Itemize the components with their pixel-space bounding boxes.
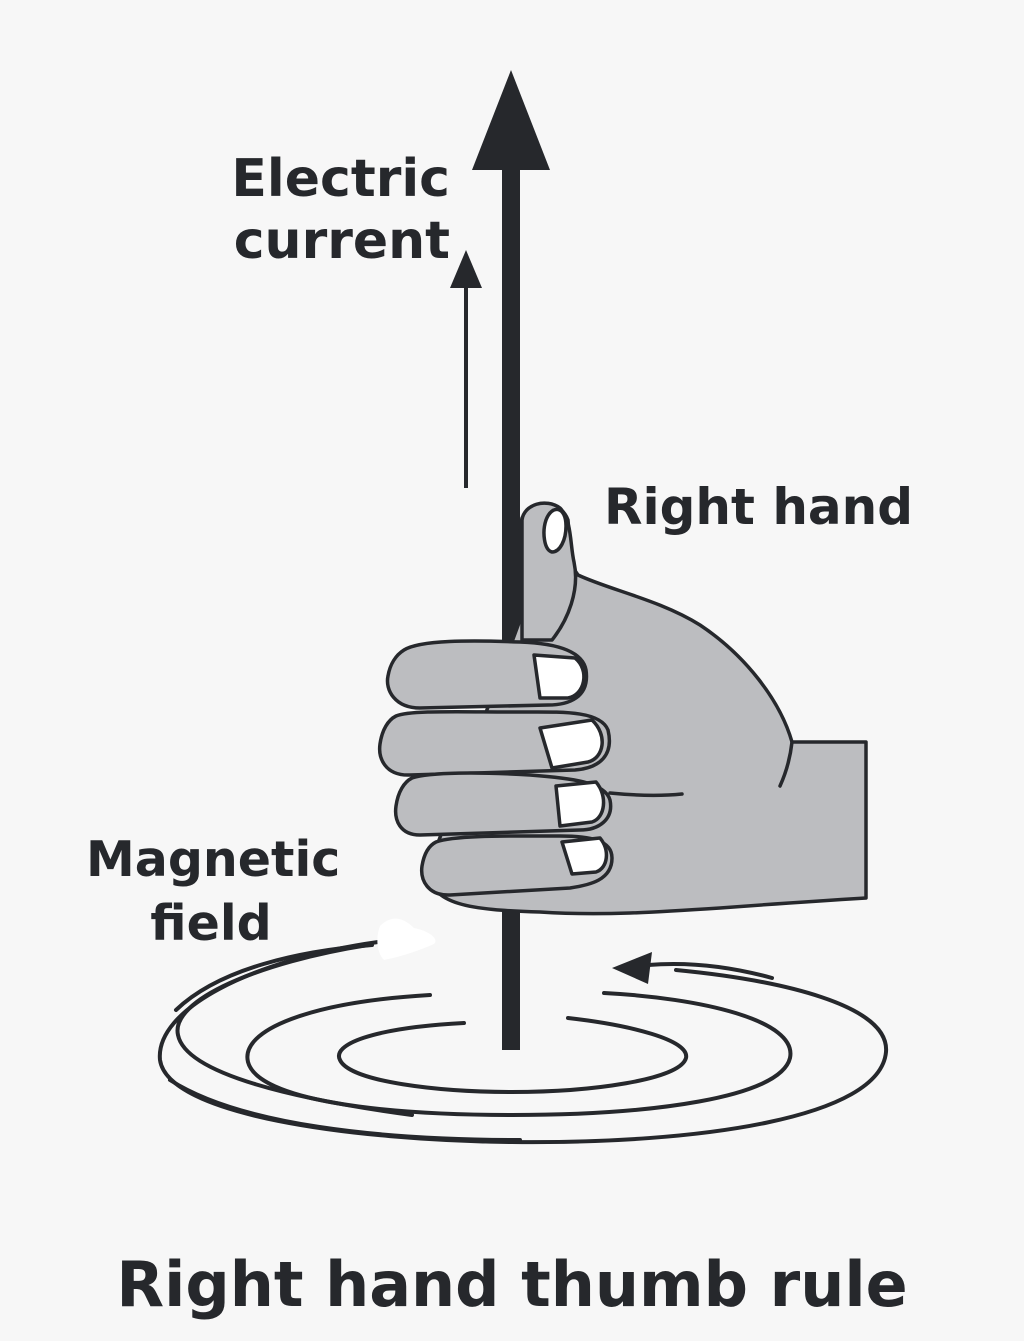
- field-arrow-icon: [612, 952, 774, 984]
- right-hand-label: Right hand: [604, 478, 914, 536]
- field-ring-bottom-outer: [168, 1078, 522, 1142]
- right-hand-icon: [377, 501, 868, 916]
- magnetic-field-label: Magnetic field: [86, 831, 341, 952]
- finger-2-nail: [538, 718, 604, 770]
- field-ring-tail: [175, 943, 414, 1117]
- finger-3-nail: [554, 780, 606, 828]
- electric-current-label: Electric current: [231, 149, 450, 272]
- blank-patch: [377, 918, 436, 960]
- palm-crease: [778, 740, 794, 788]
- field-ring-outer: [157, 940, 889, 1145]
- magnetic-field-rings: [157, 940, 889, 1145]
- field-ring-top-outer: [174, 943, 374, 1012]
- current-direction-arrow-icon: [450, 250, 482, 488]
- diagram-title: Right hand thumb rule: [116, 1248, 908, 1321]
- finger-4-nail: [560, 836, 609, 876]
- finger-1-nail: [532, 653, 586, 700]
- thumb-nail: [542, 507, 568, 554]
- knuckle-crease: [608, 791, 684, 798]
- field-ring-inner: [337, 1016, 689, 1095]
- field-ring-middle: [245, 991, 793, 1118]
